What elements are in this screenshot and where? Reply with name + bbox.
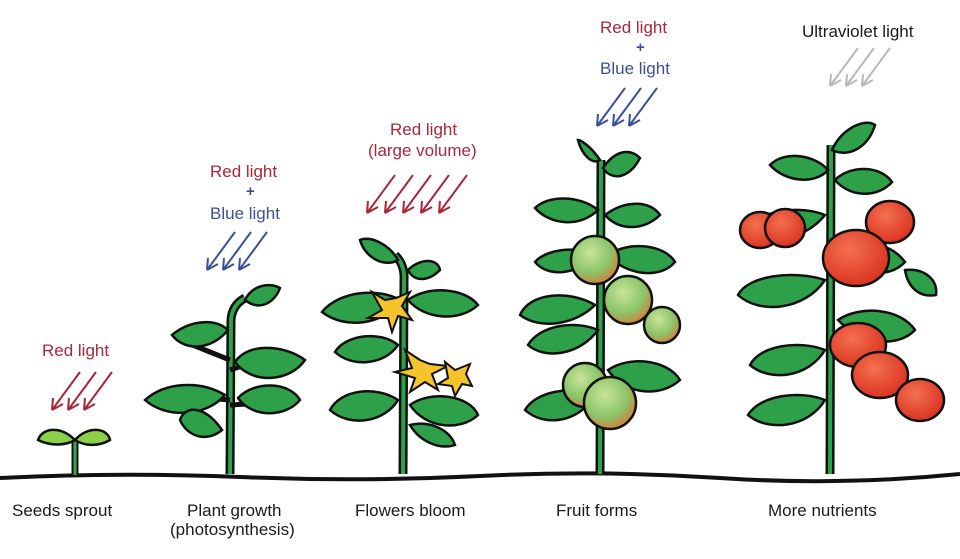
caption-photosynthesis: (photosynthesis): [170, 520, 295, 539]
ground-line: [0, 471, 960, 484]
flowers-light-label-1: Red light: [390, 120, 458, 139]
green-fruits: [561, 234, 682, 431]
red-light-arrows-flowers: [366, 174, 468, 214]
caption-fruit-forms: Fruit forms: [556, 501, 638, 520]
caption-seeds-sprout: Seeds sprout: [12, 501, 113, 520]
fruit-light-label-1: Red light: [600, 18, 668, 37]
ripe-fruits: [738, 199, 946, 423]
caption-plant-growth: Plant growth: [187, 501, 282, 520]
caption-more-nutrients: More nutrients: [768, 501, 877, 520]
flower-blossoms: [364, 289, 474, 399]
fruit-plus-sign: +: [636, 39, 645, 56]
uv-light-arrows: [829, 47, 891, 87]
caption-flowers-bloom: Flowers bloom: [355, 501, 466, 520]
growth-light-label-1: Red light: [210, 162, 278, 181]
fruit-plant: [518, 138, 682, 475]
growth-light-label-2: Blue light: [210, 204, 280, 223]
flowers-light-label-2: (large volume): [368, 141, 477, 160]
growth-plus-sign: +: [246, 183, 255, 200]
sprout-light-label: Red light: [42, 341, 110, 360]
growth-plant: [143, 283, 307, 475]
sprout-plant: [36, 428, 112, 475]
ripe-plant: [736, 121, 946, 475]
nutrients-light-label: Ultraviolet light: [802, 22, 914, 41]
red-light-arrows-sprout: [51, 371, 113, 411]
blue-light-arrows-fruit: [596, 87, 658, 127]
blue-light-arrows-growth: [206, 231, 268, 271]
fruit-light-label-2: Blue light: [600, 59, 670, 78]
flower-plant: [320, 237, 480, 475]
